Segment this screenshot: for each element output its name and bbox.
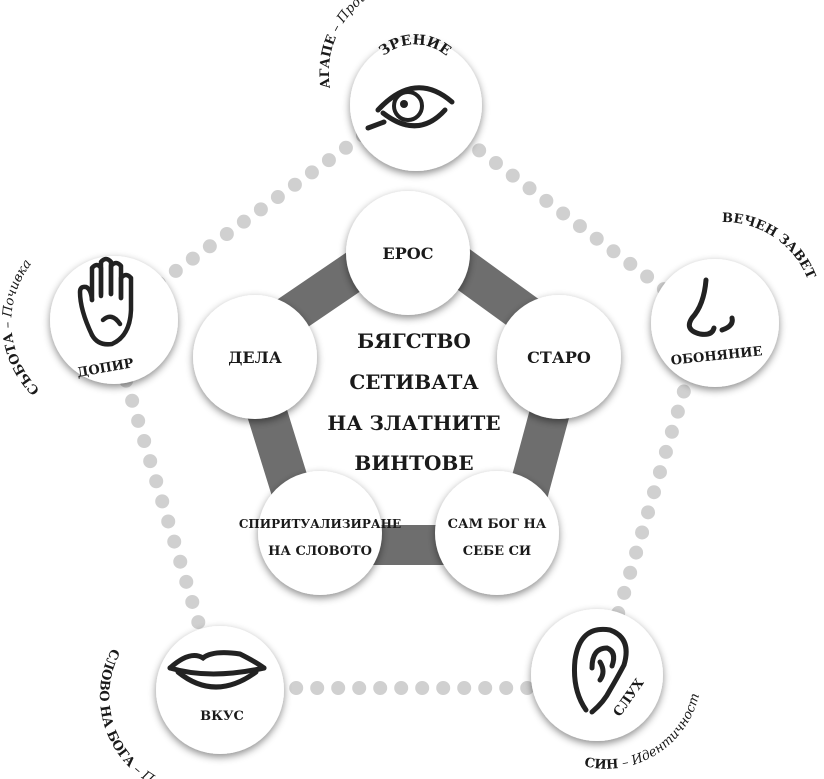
inner-circle-top: ЕРОС <box>346 191 470 315</box>
caption-left-bold: СЪБОТА <box>1 331 43 397</box>
hand-icon <box>77 256 134 347</box>
inner-label-left: ДЕЛА <box>228 348 282 367</box>
sense-circle-bottom-left: ВКУС <box>156 626 284 754</box>
caption-bottom-left-bold: СЛОВО НА БОГА <box>96 646 138 771</box>
caption-bottom-left-rest: Послушание <box>138 768 225 779</box>
ear-icon <box>572 626 629 715</box>
caption-top-sep: – <box>326 18 346 38</box>
inner-label-bottom-right-2: СЕБЕ СИ <box>463 544 531 559</box>
dotted-pentagon <box>99 93 714 695</box>
svg-text:СЪБОТА – Почивка: СЪБОТА – Почивка <box>0 257 43 398</box>
nose-icon <box>686 277 735 337</box>
lips-icon <box>167 650 267 690</box>
center-line-4: ВИНТОВЕ <box>354 451 473 475</box>
center-line-3: НА ЗЛАТНИТЕ <box>327 411 500 435</box>
caption-top-rest: Прощение/Милост <box>334 0 467 27</box>
inner-circle-bottom-left: СПИРИТУАЛИЗИРАНЕ НА СЛОВОТО <box>239 471 401 595</box>
center-line-1: БЯГСТВО <box>357 329 471 353</box>
caption-left-sep: – <box>0 317 16 333</box>
eye-icon <box>365 85 455 131</box>
sense-circle-top: ЗРЕНИЕ <box>350 32 482 171</box>
caption-left-rest: Почивка <box>0 257 35 319</box>
center-title: БЯГСТВО СЕТИВАТА НА ЗЛАТНИТЕ ВИНТОВЕ <box>327 329 500 475</box>
sense-circle-right: ОБОНЯНИЕ <box>651 259 779 387</box>
caption-left: СЪБОТА – Почивка <box>0 257 43 398</box>
inner-label-bottom-left-1: СПИРИТУАЛИЗИРАНЕ <box>239 517 401 531</box>
inner-circle-bottom-right: САМ БОГ НА СЕБЕ СИ <box>435 471 559 595</box>
inner-label-bottom-right-1: САМ БОГ НА <box>448 517 547 532</box>
caption-bottom-right-sep: – <box>617 754 634 772</box>
caption-top-bold: АГАПЕ <box>318 33 340 90</box>
inner-label-top: ЕРОС <box>383 244 434 263</box>
inner-label-right: СТАРО <box>527 348 591 367</box>
sense-label-bottom-left: ВКУС <box>200 709 244 724</box>
caption-bottom-right-bold: СИН <box>583 755 619 773</box>
inner-label-bottom-left-2: НА СЛОВОТО <box>268 544 372 559</box>
sense-circle-bottom-right: СЛУХ <box>531 609 663 741</box>
center-line-2: СЕТИВАТА <box>349 370 479 394</box>
inner-circle-right: СТАРО <box>497 295 621 419</box>
inner-circle-left: ДЕЛА <box>193 295 317 419</box>
sense-circle-left: ДОПИР <box>50 256 178 384</box>
